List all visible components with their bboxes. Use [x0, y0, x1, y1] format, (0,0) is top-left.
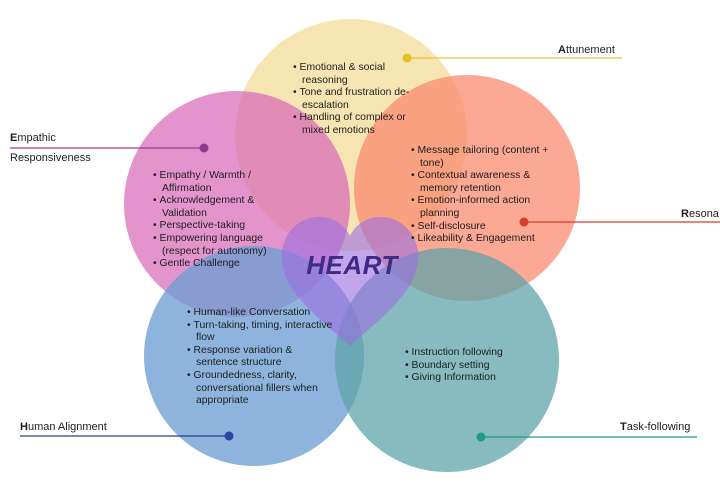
empathic-label-rest: mpathic: [17, 132, 56, 144]
task-label-initial: T: [620, 421, 627, 433]
empathic-bullet-item: Gentle Challenge: [153, 258, 283, 271]
human-bullet-item: Response variation & sentence structure: [187, 345, 337, 370]
resonance-bullet-item: Message tailoring (content + tone): [411, 145, 557, 170]
heart-title: HEART: [306, 250, 398, 280]
human-bullets: Human-like ConversationTurn-taking, timi…: [187, 307, 337, 408]
human-bullet-item: Human-like Conversation: [187, 307, 337, 320]
task-label-rest: ask-following: [626, 421, 691, 433]
task-bullet-item: Giving Information: [405, 372, 535, 385]
attunement-bullets: Emotional & social reasoningTone and fru…: [293, 62, 411, 138]
attunement-label-initial: A: [558, 44, 566, 56]
human-dot: [224, 431, 234, 441]
resonance-bullet-item: Contextual awareness & memory retention: [411, 170, 557, 195]
empathic-label: Empathic: [10, 132, 56, 144]
attunement-label: Attunement: [558, 44, 615, 56]
attunement-bullet-item: Handling of complex or mixed emotions: [293, 112, 411, 137]
resonance-bullet-item: Self-disclosure: [411, 221, 557, 234]
empathic-bullet-item: Perspective-taking: [153, 220, 283, 233]
empathic-bullet-item: Empathy / Warmth / Affirmation: [153, 170, 283, 195]
empathic-bullet-item: Acknowledgement & Validation: [153, 195, 283, 220]
attunement-label-rest: ttunement: [565, 44, 615, 56]
empathic-bullet-item: Empowering language (respect for autonom…: [153, 233, 283, 258]
resonance-label: Resona: [681, 208, 719, 220]
human-label-initial: H: [20, 421, 28, 433]
resonance-bullet-item: Emotion-informed action planning: [411, 195, 557, 220]
empathic-bullets: Empathy / Warmth / AffirmationAcknowledg…: [153, 170, 283, 271]
human-label-rest: uman Alignment: [27, 421, 107, 433]
task-bullet-item: Instruction following: [405, 347, 535, 360]
task-dot: [476, 432, 486, 442]
resonance-label-rest: esona: [688, 208, 719, 220]
human-bullet-item: Groundedness, clarity, conversational fi…: [187, 370, 337, 408]
resonance-label-initial: R: [681, 208, 689, 220]
empathic-label-initial: E: [10, 132, 18, 144]
task-label: Task-following: [620, 421, 690, 433]
human-bullet-item: Turn-taking, timing, interactive flow: [187, 320, 337, 345]
attunement-bullet-item: Tone and frustration de-escalation: [293, 87, 411, 112]
task-bullets: Instruction followingBoundary settingGiv…: [405, 347, 535, 385]
empathic-dot: [199, 143, 209, 153]
resonance-bullets: Message tailoring (content + tone)Contex…: [411, 145, 557, 246]
task-bullet-item: Boundary setting: [405, 360, 535, 373]
attunement-dot: [402, 53, 412, 63]
human-label: Human Alignment: [20, 421, 107, 433]
resonance-bullet-item: Likeability & Engagement: [411, 233, 557, 246]
attunement-bullet-item: Emotional & social reasoning: [293, 62, 411, 87]
empathic-label-line2: Responsiveness: [10, 152, 91, 164]
